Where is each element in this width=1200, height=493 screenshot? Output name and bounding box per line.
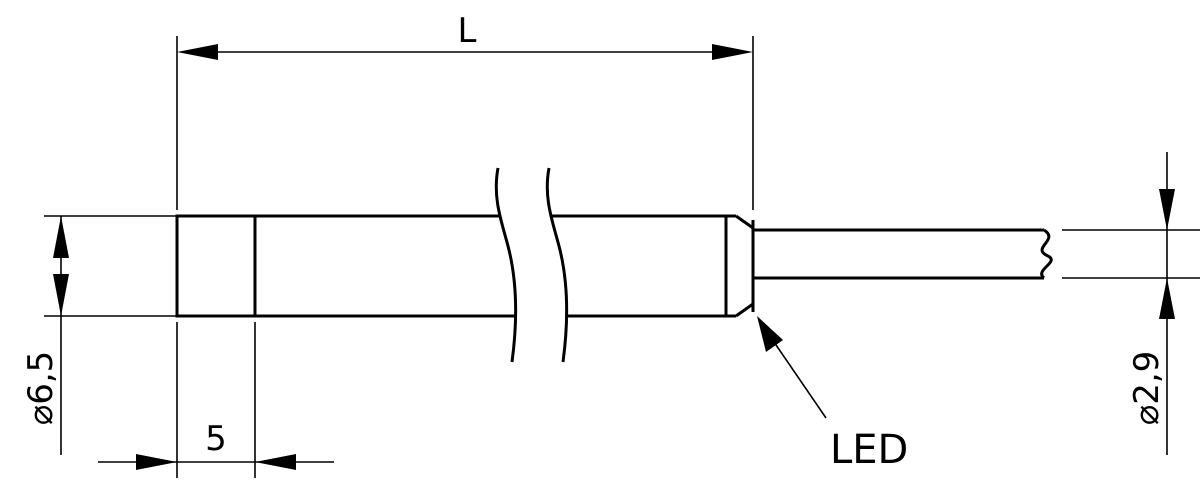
arrowhead-right: [712, 44, 753, 60]
length-label: L: [458, 11, 477, 51]
sensor-body: [175, 214, 755, 318]
arrowhead-front-left: [136, 454, 177, 470]
body-chamfer-top: [735, 214, 754, 230]
arrowhead-cable-bottom: [1159, 278, 1175, 319]
dimension-body-diameter: ⌀6,5: [21, 215, 177, 455]
break-line-right: [545, 167, 569, 363]
led-leader-line: [773, 341, 827, 419]
arrowhead-cable-top: [1159, 189, 1175, 230]
arrowhead-body-bottom: [53, 274, 69, 316]
cable: [753, 228, 1053, 280]
front-length-label: 5: [205, 419, 227, 459]
arrowhead-body-top: [53, 216, 69, 258]
break-line-left: [494, 167, 518, 363]
arrowhead-front-right: [255, 454, 296, 470]
led-label: LED: [830, 427, 908, 473]
body-diameter-label: ⌀6,5: [21, 351, 61, 426]
led-arrowhead: [757, 316, 783, 352]
body-chamfer-bottom: [735, 302, 754, 318]
dimension-length: L: [176, 11, 754, 210]
dimension-front-length: 5: [98, 322, 334, 478]
arrowhead-left: [177, 44, 218, 60]
led-callout: LED: [757, 316, 908, 473]
break-lines: [494, 167, 569, 363]
cable-break-end: [1040, 228, 1053, 280]
cable-diameter-label: ⌀2,9: [1127, 351, 1167, 426]
sensor-front-face: [175, 214, 257, 318]
dimension-cable-diameter: ⌀2,9: [1062, 152, 1200, 455]
